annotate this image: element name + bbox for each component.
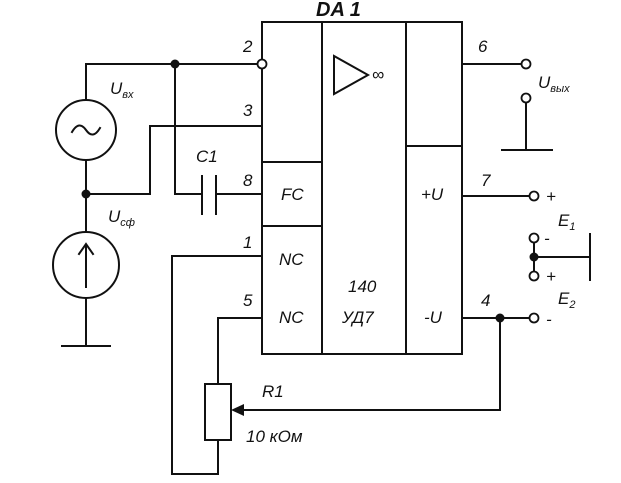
- wire-wiper: [241, 317, 501, 411]
- pin-label-nc-1: NC: [279, 250, 304, 269]
- pin-number-8: 8: [243, 171, 253, 190]
- pin-label-plus-u: +U: [421, 185, 444, 204]
- pin-number-3: 3: [243, 101, 253, 120]
- e1-label: E1: [558, 211, 575, 233]
- ac-source: [55, 99, 117, 161]
- ic-designator: DA 1: [316, 0, 361, 21]
- pin-number-4: 4: [481, 291, 490, 310]
- plus-sign-e2: +: [546, 267, 556, 286]
- wire-pin5: [217, 317, 263, 385]
- plus-supply-terminal: [528, 190, 540, 202]
- ac-source-circle: [55, 99, 117, 161]
- r1-body: [204, 383, 232, 441]
- wiper-arrow-icon: [231, 404, 244, 416]
- u-cf-label: Uсф: [108, 207, 135, 229]
- e2-plus-terminal: [528, 270, 540, 282]
- minus-sign-e1: -: [544, 229, 550, 248]
- inverting-input-bubble: [256, 58, 268, 70]
- pin-label-nc-2: NC: [279, 308, 304, 327]
- arrow-up-icon: [77, 242, 95, 256]
- r1-label: R1: [262, 382, 284, 401]
- pin-number-2: 2: [242, 37, 253, 56]
- output-ground-terminal: [520, 92, 532, 104]
- ic-outline: [261, 21, 463, 355]
- opamp-triangle-icon: [333, 54, 371, 96]
- wire-pin1: [171, 255, 263, 475]
- pin-number-5: 5: [243, 291, 253, 310]
- opamp-ic: [261, 21, 463, 355]
- pin-number-1: 1: [243, 233, 252, 252]
- chip-type-line1: 140: [348, 277, 377, 296]
- offset-trim-wiring: [171, 255, 501, 475]
- input-wiring: [61, 58, 268, 347]
- plus-sign-e1: +: [546, 187, 556, 206]
- gain-symbol: ∞: [372, 65, 384, 84]
- c1-label: C1: [196, 147, 218, 166]
- r1-value: 10 кОм: [246, 427, 303, 446]
- minus-sign-e2: -: [546, 310, 552, 329]
- supply-wiring: [461, 190, 591, 324]
- minus-supply-terminal: [528, 312, 540, 324]
- dc-source-circle: [52, 231, 120, 299]
- junction-pin4: [495, 313, 505, 323]
- output-terminal: [520, 58, 532, 70]
- u-out-label: Uвых: [538, 73, 570, 95]
- dc-source: [52, 231, 120, 299]
- e2-label: E2: [558, 289, 575, 311]
- pin-number-7: 7: [481, 171, 491, 190]
- e1-minus-terminal: [528, 232, 540, 244]
- sine-wave-icon: [70, 124, 102, 136]
- output-wiring: [461, 58, 553, 151]
- pin-number-6: 6: [478, 37, 488, 56]
- chip-type-line2: УД7: [341, 308, 374, 327]
- u-in-label: Uвх: [110, 79, 134, 101]
- pin-label-minus-u: -U: [424, 308, 443, 327]
- pin-label-fc: FC: [281, 185, 304, 204]
- wire-pin3: [85, 125, 263, 195]
- wire-c1-left: [174, 63, 203, 195]
